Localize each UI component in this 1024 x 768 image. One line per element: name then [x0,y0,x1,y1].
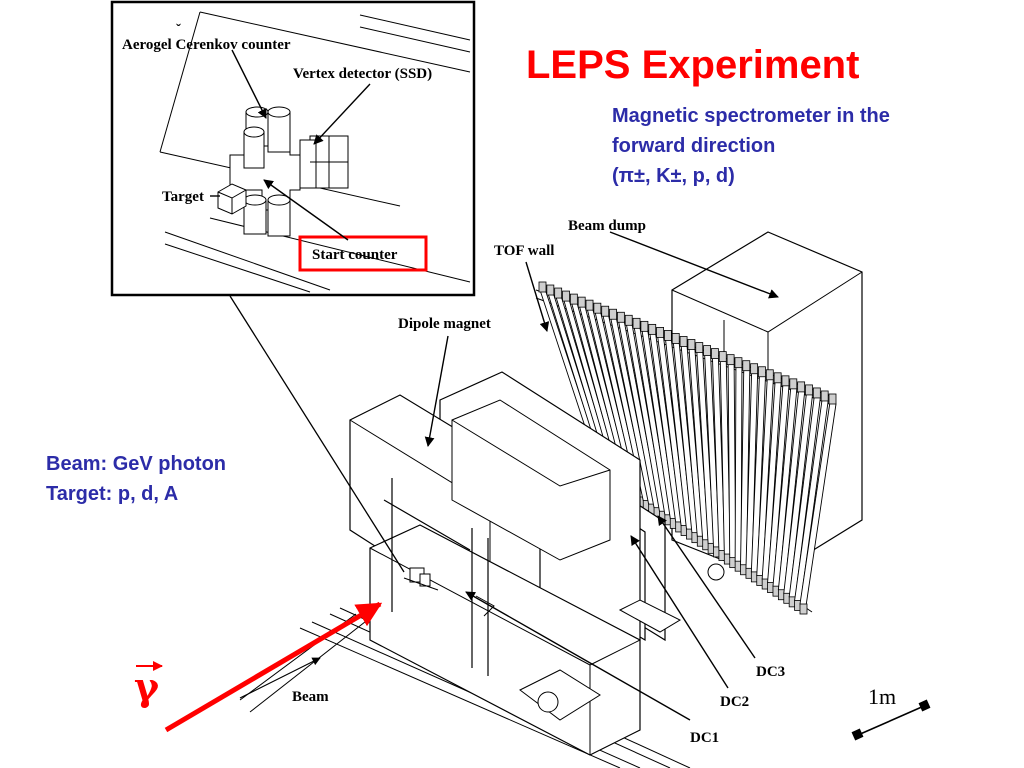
tof-pmt-top [546,284,555,296]
tof-pmt-top [679,336,688,347]
label-dc3: DC3 [756,664,785,680]
beam-info-line-1: Beam: GeV photon [46,453,226,475]
label-beam: Beam [292,689,329,705]
aerogel-check-accent: ˇ [176,22,181,38]
tof-pmt-bottom [799,603,808,615]
tof-pmt-top [718,351,727,363]
inset-connector-line [229,295,405,573]
tof-pmt-top [585,299,594,311]
label-tof-wall: TOF wall [494,243,554,259]
tof-pmt-top [789,378,798,390]
tof-pmt-top [812,387,821,399]
tof-pmt-top [781,375,790,387]
beam-direction-arrow [239,657,321,699]
spectrometer-line-1: Magnetic spectrometer in the [612,105,890,127]
tof-pmt-top [765,369,774,381]
tof-pmt-top [616,311,625,323]
tof-pmt-top [828,393,837,405]
tof-pmt-top [687,339,696,350]
annotation-arrows [424,231,779,721]
label-target: Target [162,189,204,205]
tof-pmt-top [562,290,570,302]
tof-pmt-top [726,354,735,366]
spectrometer-line-2: forward direction [612,135,775,157]
beam-info-line-2: Target: p, d, A [46,483,178,505]
target-apparatus [403,567,495,617]
label-dc1: DC1 [690,730,719,746]
tof-pmt-top [577,296,586,308]
spectrometer-line-3: (π±, K±, p, d) [612,165,735,187]
beam-arrow [164,601,383,733]
scale-bar: 1m [851,684,931,741]
tof-pmt-top [664,330,672,341]
tof-pmt-top [538,281,547,293]
tof-pmt-top [734,357,743,369]
tof-pmt-top [773,372,782,384]
tof-pmt-top [648,323,657,335]
photon-symbol: γ [134,661,163,709]
label-vertex-detector: Vertex detector (SSD) [293,66,432,82]
svg-text:γ: γ [134,664,160,709]
tof-pmt-top [671,333,680,344]
tof-pmt-top [750,363,759,375]
tof-pmt-top [601,305,610,317]
scale-label: 1m [868,684,896,709]
tof-pmt-top [742,360,751,372]
label-beam-dump: Beam dump [568,218,646,234]
tof-pmt-top [797,381,806,393]
tof-pmt-top [554,287,563,299]
inset-detail [110,0,476,297]
tof-pmt-top [820,390,829,402]
tof-pmt-top [609,308,617,320]
label-dc2: DC2 [720,694,749,710]
tof-pmt-top [656,327,664,338]
tof-pmt-top [695,342,704,353]
tof-pmt-top [624,314,633,326]
dipole-magnet [349,371,725,756]
tof-pmt-top [758,366,766,378]
tof-pmt-top [569,293,578,305]
inset-pointers [210,49,371,241]
tof-pmt-top [805,384,813,396]
label-start-counter: Start counter [312,247,398,263]
tof-pmt-top [640,320,649,332]
tof-pmt-top [632,317,641,329]
tof-bar [727,362,737,561]
tof-pmt-top [593,302,602,314]
tof-pmt-top [711,348,719,359]
tof-pmt-top [703,345,711,356]
label-aerogel: Aerogel Cerenkov counter [122,37,291,53]
start-counter-highlight [298,235,428,272]
label-dipole-magnet: Dipole magnet [398,316,491,332]
page-title: LEPS Experiment [526,43,859,87]
